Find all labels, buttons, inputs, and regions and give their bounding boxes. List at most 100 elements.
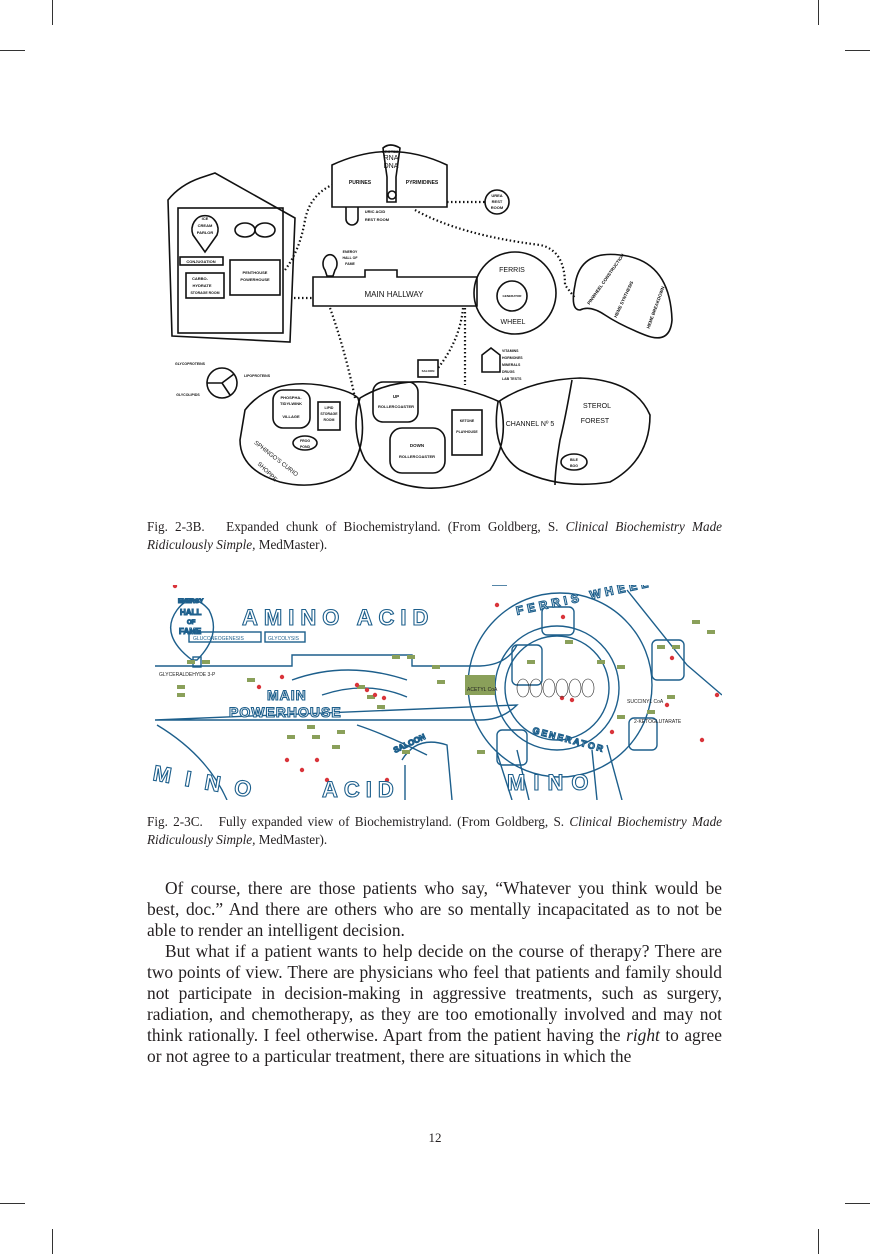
label-glycoproteins: GLYCOPROTEINS (175, 362, 206, 366)
label-penthouse: PENTHOUSE (243, 270, 268, 275)
label-glycolipids: GLYCOLIPIDS (176, 393, 200, 397)
label-hormones: HORMONES (502, 356, 523, 360)
label-ferris: FERRIS (499, 267, 525, 274)
tca-ring-segment (529, 678, 543, 698)
enzyme-box (357, 685, 365, 689)
tca-ring-segment (516, 678, 530, 698)
label-phosphatidylwink: TIDYLWINK (280, 401, 302, 406)
crop-mark (52, 1229, 53, 1254)
cofactor-dot (664, 702, 670, 708)
label-acetyl-coa: ACETYL CoA (467, 687, 498, 693)
label-minerals: MINERALS (502, 363, 521, 367)
enzyme-box (477, 750, 485, 754)
tca-ring-segment (568, 678, 582, 698)
label-protein: PROTEIN (382, 149, 400, 154)
label-fame: FAME (179, 627, 202, 636)
label-drugs: DRUGS (502, 370, 515, 374)
label-bile: BILE (570, 458, 579, 462)
caption-text: Fully expanded view of Biochemistryland.… (218, 814, 570, 829)
label-saloon: SALOON (422, 369, 435, 373)
label-up-rollercoaster: ROLLERCOASTER (378, 404, 414, 409)
label-ketoglutarate: 2-KETOGLUTARATE (634, 719, 682, 725)
enzyme-box (402, 750, 410, 754)
cofactor-dot (381, 695, 387, 701)
cofactor-dot (279, 674, 285, 680)
cofactor-dot (569, 697, 575, 703)
label-pyrimidines: PYRIMIDINES (406, 180, 439, 186)
enzyme-box (202, 660, 210, 664)
label-hall-of: HALL OF (342, 256, 358, 260)
enzyme-box (692, 620, 700, 624)
enzyme-box (617, 665, 625, 669)
enzyme-box (707, 630, 715, 634)
label-heme-synthesis: HEME SYNTHESIS (613, 280, 634, 318)
label-conjugation: CONJUGATION (186, 259, 215, 264)
label-forest: FOREST (581, 418, 610, 425)
label-main: MAIN (267, 687, 307, 703)
paragraph-text: to agree or not agree to a particular tr… (147, 1025, 722, 1066)
enzyme-box (392, 655, 400, 659)
tca-ring-segment (542, 678, 556, 698)
label-pinwheel: PINWHEEL CONSTRUCTION (586, 253, 625, 306)
label-amino-acid-bottom-left: MINO (151, 760, 267, 800)
label-down-rollercoaster: ROLLERCOASTER (399, 454, 435, 459)
label-phosphatidylwink: PHOSPHA- (280, 395, 302, 400)
enzyme-box (597, 660, 605, 664)
label-amino-acid-bottom: ACID (322, 777, 400, 800)
figure-2-3b-caption: Fig. 2-3B. Expanded chunk of Biochemistr… (147, 518, 722, 554)
label-playhouse: PLAYHOUSE (456, 430, 478, 434)
crop-mark (845, 50, 870, 51)
caption-label: Fig. 2-3B. (147, 519, 205, 534)
paragraph: But what if a patient wants to help deci… (147, 941, 722, 1067)
label-village: VILLAGE (282, 414, 300, 419)
label-urea-room: ROOM (491, 205, 504, 210)
cofactor-dot (699, 737, 705, 743)
caption-label: Fig. 2-3C. (147, 814, 203, 829)
tca-ring-segment (555, 678, 569, 698)
enzyme-box (672, 645, 680, 649)
caption-book-title: Clinical Biochemistry Made Ridiculously … (147, 814, 723, 847)
label-powerhouse: POWERHOUSE (229, 704, 342, 720)
label-up: UP (393, 394, 399, 399)
caption-publisher: MedMaster). (255, 537, 328, 552)
label-lipid: LIPID (325, 406, 334, 410)
label-amino-acid-top: AMINO ACID (242, 605, 434, 630)
cofactor-dot (256, 684, 262, 690)
page-number: 12 (428, 1130, 442, 1145)
enzyme-box (337, 730, 345, 734)
enzyme-box (187, 660, 195, 664)
label-hall: HALL (180, 608, 201, 617)
enzyme-box (247, 678, 255, 682)
label-carbohydrate: CARBO- (192, 276, 209, 281)
label-parlor: PARLOR (197, 230, 214, 235)
label-gluconeogenesis: GLUCONEOGENESIS (193, 636, 245, 642)
label-generator: GENERATOR (503, 294, 523, 298)
label-succinyl-coa: SUCCINYL CoA (627, 699, 664, 705)
label-ketone: KETONE (460, 419, 475, 423)
cofactor-dot (299, 767, 305, 773)
paragraph: Of course, there are those patients who … (147, 878, 722, 940)
label-urea: UREA (491, 193, 502, 198)
enzyme-box (332, 745, 340, 749)
enzyme-box (437, 680, 445, 684)
enzyme-box (307, 725, 315, 729)
label-cream: CREAM (198, 223, 213, 228)
cofactor-dot (714, 692, 720, 698)
label-lipoproteins: LIPOPROTEINS (244, 374, 271, 378)
figure-2-3c-caption: Fig. 2-3C. Fully expanded view of Bioche… (147, 813, 722, 849)
label-powerhouse: POWERHOUSE (240, 277, 270, 282)
label-bog: BOG (570, 464, 578, 468)
label-heme-breakdown: HEME BREAKDOWN (646, 286, 666, 330)
enzyme-box (657, 645, 665, 649)
caption-text: Expanded chunk of Biochemistryland. (Fro… (226, 519, 566, 534)
label-urea-rest: REST (492, 199, 503, 204)
label-rna: RNA (384, 155, 399, 162)
cofactor-dot (314, 757, 320, 763)
label-wheel: WHEEL (501, 319, 526, 326)
label-pond: POND (300, 445, 311, 449)
enzyme-box (377, 705, 385, 709)
paragraph-text: But what if a patient wants to help deci… (147, 941, 722, 1045)
cofactor-dot (372, 692, 378, 698)
enzyme-box (287, 735, 295, 739)
enzyme-box (407, 655, 415, 659)
